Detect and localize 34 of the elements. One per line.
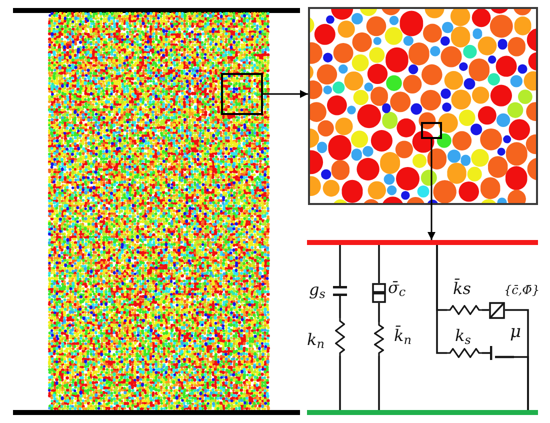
spring-symbol (335, 318, 345, 356)
math-label: k̄s (453, 281, 471, 297)
spring-symbol (374, 322, 384, 356)
math-label: σ̄$_{c}$ (388, 280, 406, 296)
arrow (428, 139, 436, 240)
wire (339, 356, 341, 410)
wire (482, 309, 489, 311)
friction-slider-symbol (490, 345, 514, 361)
math-label: k$_{s}$ (455, 328, 471, 344)
arrow (263, 90, 308, 98)
wire (436, 245, 447, 354)
math-label: g$_{s}$ (309, 282, 326, 298)
zoom-frame (421, 122, 442, 139)
math-label: k̄$_{n}$ (394, 328, 412, 344)
wire (378, 245, 380, 283)
math-label: k$_{n}$ (307, 332, 324, 348)
wire (339, 296, 341, 318)
slashed-box-symbol (489, 302, 505, 319)
wire (378, 356, 380, 410)
wire (378, 303, 380, 322)
math-label: {c̄,Φ̄} (504, 284, 540, 296)
wire (482, 352, 490, 354)
closeup-inset (308, 7, 538, 205)
wire (339, 245, 341, 286)
wire (514, 356, 529, 410)
lower-bar (307, 410, 538, 415)
math-label: μ (510, 324, 522, 341)
bond-element-symbol (372, 283, 386, 303)
capacitor-symbol (332, 286, 348, 296)
spring-symbol (447, 305, 482, 315)
zoom-frame (221, 73, 263, 115)
upper-bar (307, 240, 538, 245)
spring-symbol (447, 348, 482, 358)
particle-specimen-drawing (48, 12, 270, 410)
